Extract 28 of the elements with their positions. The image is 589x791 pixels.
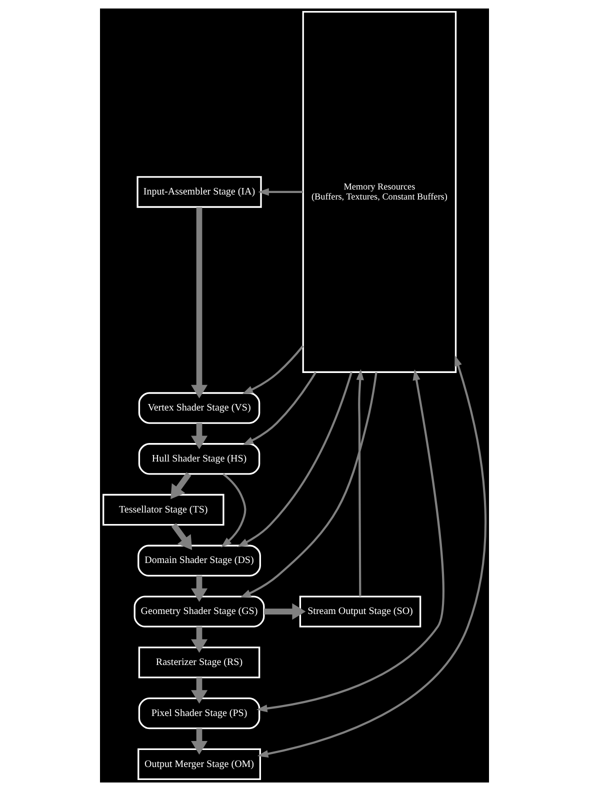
arrow <box>171 523 192 550</box>
arrow <box>356 369 364 596</box>
arrow <box>170 472 192 500</box>
arrow <box>257 355 486 758</box>
arrow <box>256 369 444 712</box>
arrow <box>258 188 303 196</box>
node-box: Stream Output Stage (SO) <box>299 596 422 628</box>
node-box: Domain Shader Stage (DS) <box>138 544 261 576</box>
arrow <box>191 678 208 704</box>
node-box: Geometry Shader Stage (GS) <box>134 596 265 628</box>
node-box: Hull Shader Stage (HS) <box>138 443 260 475</box>
arrow <box>240 372 378 598</box>
node-box: Pixel Shader Stage (PS) <box>138 697 260 730</box>
arrow <box>191 576 208 602</box>
arrow <box>242 372 317 446</box>
arrow <box>237 372 352 548</box>
node-box: Memory Resources (Buffers, Textures, Constant Buffers) <box>302 10 457 373</box>
arrow <box>191 207 208 398</box>
node-box: Input-Assembler Stage (IA) <box>136 176 262 208</box>
arrow <box>264 603 306 620</box>
node-box: Output Merger Stage (OM) <box>138 748 261 780</box>
arrow <box>190 626 208 653</box>
arrow <box>242 345 304 394</box>
arrow <box>191 423 208 450</box>
node-box: Rasterizer Stage (RS) <box>138 646 260 678</box>
arrow <box>191 728 208 755</box>
node-box: Vertex Shader Stage (VS) <box>138 392 260 424</box>
node-box: Tessellator Stage (TS) <box>102 494 224 526</box>
